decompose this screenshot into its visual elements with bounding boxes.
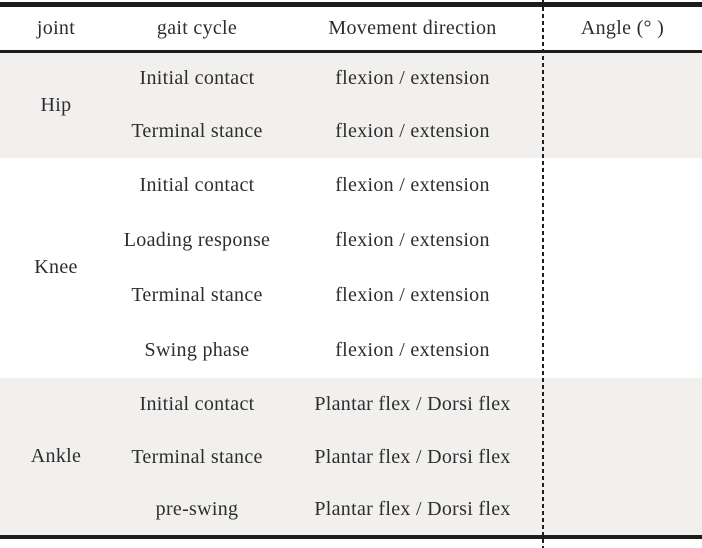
- gait-cycle-cell: Swing phase: [112, 322, 282, 378]
- angle-cell: [543, 212, 702, 268]
- table-header: joint gait cycle Movement direction Angl…: [0, 5, 702, 52]
- movement-cell: flexion / extension: [282, 104, 543, 158]
- header-joint: joint: [36, 17, 76, 39]
- gait-cycle-cell: Terminal stance: [112, 430, 282, 484]
- angle-cell: [543, 322, 702, 378]
- gait-cycle-cell: Loading response: [112, 212, 282, 268]
- table-row: Terminal stance flexion / extension: [0, 104, 702, 158]
- gait-cycle-cell: pre-swing: [112, 483, 282, 537]
- angle-cell: [543, 267, 702, 323]
- gait-cycle-cell: Terminal stance: [112, 267, 282, 323]
- movement-cell: flexion / extension: [282, 322, 543, 378]
- table-row: Hip Initial contact flexion / extension: [0, 51, 702, 158]
- header-row: joint gait cycle Movement direction Angl…: [0, 5, 702, 52]
- joint-cell-ankle: Ankle: [0, 377, 112, 537]
- table-row: Terminal stance flexion / extension: [0, 267, 702, 323]
- header-angle: Angle (° ): [580, 17, 665, 39]
- angle-cell: [543, 483, 702, 537]
- joint-cell-hip: Hip: [0, 51, 112, 158]
- table-row: Terminal stance Plantar flex / Dorsi fle…: [0, 430, 702, 484]
- gait-cycle-cell: Initial contact: [112, 157, 282, 213]
- gait-cycle-cell: Initial contact: [112, 51, 282, 105]
- angle-cell: [543, 377, 702, 431]
- movement-cell: Plantar flex / Dorsi flex: [282, 483, 543, 537]
- movement-cell: Plantar flex / Dorsi flex: [282, 430, 543, 484]
- angle-cell: [543, 157, 702, 213]
- header-gait-cycle: gait cycle: [156, 17, 238, 39]
- angle-cell: [543, 104, 702, 158]
- movement-cell: flexion / extension: [282, 51, 543, 105]
- table-row: Swing phase flexion / extension: [0, 322, 702, 378]
- joint-cell-knee: Knee: [0, 157, 112, 378]
- table-row: Ankle Initial contact Plantar flex / Dor…: [0, 377, 702, 537]
- gait-analysis-table: joint gait cycle Movement direction Angl…: [0, 2, 702, 539]
- header-movement-direction: Movement direction: [328, 17, 497, 39]
- angle-cell: [543, 430, 702, 484]
- table-row: pre-swing Plantar flex / Dorsi flex: [0, 483, 702, 537]
- angle-cell: [543, 51, 702, 105]
- movement-cell: flexion / extension: [282, 212, 543, 268]
- table-row: Loading response flexion / extension: [0, 212, 702, 268]
- movement-cell: Plantar flex / Dorsi flex: [282, 377, 543, 431]
- gait-cycle-cell: Initial contact: [112, 377, 282, 431]
- movement-cell: flexion / extension: [282, 157, 543, 213]
- table-row: Knee Initial contact flexion / extension: [0, 157, 702, 378]
- movement-cell: flexion / extension: [282, 267, 543, 323]
- gait-cycle-cell: Terminal stance: [112, 104, 282, 158]
